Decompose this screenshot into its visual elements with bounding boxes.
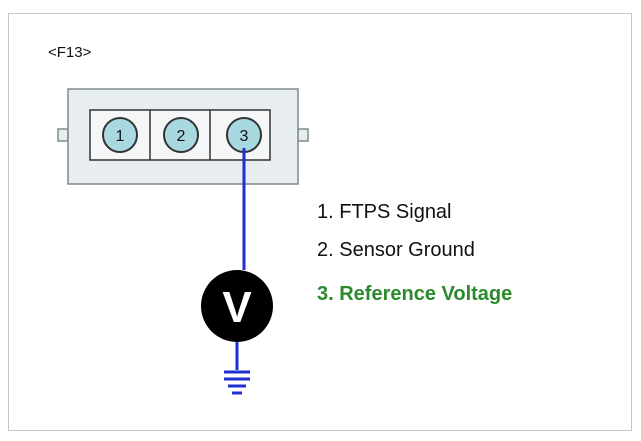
pin-1 <box>102 117 138 153</box>
connector-id-label: <F13> <box>48 44 92 61</box>
legend-item-2: 2. Sensor Ground <box>317 239 475 261</box>
voltmeter-symbol: V <box>222 283 252 332</box>
diagram-frame <box>8 13 632 431</box>
pin-3-label: 3 <box>240 128 249 145</box>
pin-1-label: 1 <box>116 128 125 145</box>
connector-pins: 1 2 3 <box>102 117 262 153</box>
legend-item-3: 3. Reference Voltage <box>317 283 512 305</box>
pin-2-label: 2 <box>177 128 186 145</box>
legend-item-1: 1. FTPS Signal <box>317 201 452 223</box>
pin-2 <box>163 117 199 153</box>
ground-icon <box>224 370 250 395</box>
pin-legend: 1. FTPS Signal 2. Sensor Ground 3. Refer… <box>317 201 512 305</box>
voltmeter-icon: V <box>201 270 273 342</box>
